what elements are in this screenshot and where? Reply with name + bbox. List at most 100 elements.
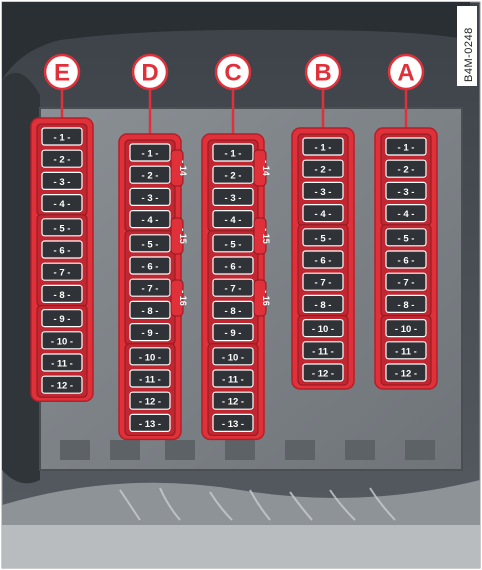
fuse-slot: - 9 - bbox=[41, 309, 83, 328]
fuse-slot: - 1 - bbox=[385, 137, 427, 156]
fuse-body bbox=[385, 181, 427, 200]
fuse-body bbox=[212, 278, 254, 297]
fuse-body bbox=[129, 256, 171, 275]
fuse-body bbox=[41, 149, 83, 168]
fuse-number: - 1 - bbox=[142, 149, 159, 160]
fuse-body bbox=[41, 331, 83, 350]
fuse-number: - 2 - bbox=[142, 171, 159, 182]
fuse-number: - 5 - bbox=[315, 233, 332, 244]
side-fuse bbox=[253, 149, 267, 187]
fuse-number: - 10 - bbox=[312, 324, 334, 335]
fuse-body bbox=[41, 284, 83, 303]
fuse-number: - 2 - bbox=[54, 155, 71, 166]
fuse-body bbox=[302, 341, 344, 360]
fuse-number: - 5 - bbox=[225, 239, 242, 250]
fuse-slot: - 9 - bbox=[129, 323, 171, 342]
fuse-column-a: A- 1 -- 2 -- 3 -- 4 -- 5 -- 6 -- 7 -- 8 … bbox=[374, 53, 438, 390]
fuse-number: - 8 - bbox=[225, 306, 242, 317]
fuse-slot: - 11 - bbox=[385, 341, 427, 360]
fuse-body bbox=[129, 210, 171, 229]
fuse-number: - 9 - bbox=[142, 328, 159, 339]
fuse-number: - 8 - bbox=[142, 306, 159, 317]
fuse-number: - 7 - bbox=[225, 284, 242, 295]
side-fuse bbox=[170, 149, 184, 187]
fuse-body bbox=[302, 363, 344, 382]
fuse-number: - 11 - bbox=[222, 375, 244, 386]
fuse-body bbox=[302, 250, 344, 269]
fuse-number: - 12 - bbox=[222, 397, 244, 408]
fuse-body bbox=[302, 319, 344, 338]
wire-bundle bbox=[119, 487, 396, 521]
fuse-number: - 5 - bbox=[54, 223, 71, 234]
fuse-slot: - 3 - bbox=[41, 171, 83, 190]
fuse-body bbox=[212, 323, 254, 342]
fuse-number: - 1 - bbox=[398, 143, 415, 154]
fuse-body bbox=[41, 194, 83, 213]
column-letter: E bbox=[54, 60, 70, 87]
fuse-column-d: D- 1 -- 2 -- 3 -- 4 -- 5 -- 6 -- 7 -- 8 … bbox=[118, 53, 188, 441]
fuse-body bbox=[41, 240, 83, 259]
fuse-slot: - 13 - bbox=[212, 413, 254, 432]
fuse-number: - 3 - bbox=[398, 187, 415, 198]
fuse-body bbox=[385, 159, 427, 178]
fuse-body bbox=[212, 413, 254, 432]
fuse-number: - 13 - bbox=[222, 419, 244, 430]
column-letter: B bbox=[314, 60, 331, 87]
fuse-number: - 12 - bbox=[51, 381, 73, 392]
fuse-slot: - 10 - bbox=[41, 331, 83, 350]
fuse-body bbox=[212, 143, 254, 162]
fuse-body bbox=[212, 369, 254, 388]
side-fuse-number: - 14 bbox=[261, 160, 271, 176]
fuse-number: - 9 - bbox=[225, 328, 242, 339]
fuse-number: - 5 - bbox=[398, 233, 415, 244]
fuse-slot: - 4 - bbox=[41, 194, 83, 213]
fuse-body bbox=[129, 165, 171, 184]
side-fuse-number: - 15 bbox=[261, 228, 271, 244]
fuse-number: - 9 - bbox=[54, 314, 71, 325]
fuse-number: - 6 - bbox=[398, 256, 415, 267]
fuse-number: - 4 - bbox=[142, 215, 159, 226]
fuse-slot: - 7 - bbox=[385, 272, 427, 291]
fuse-number: - 8 - bbox=[315, 300, 332, 311]
fuse-body bbox=[212, 187, 254, 206]
fuse-number: - 12 - bbox=[312, 369, 334, 380]
fuse-slot: - 8 - bbox=[212, 300, 254, 319]
side-fuse-number: - 16 bbox=[178, 290, 188, 306]
fuse-number: - 7 - bbox=[315, 278, 332, 289]
fuse-body bbox=[212, 234, 254, 253]
fuse-number: - 1 - bbox=[315, 143, 332, 154]
fuse-slot: - 1 - bbox=[129, 143, 171, 162]
fuse-body bbox=[212, 165, 254, 184]
fuse-body bbox=[129, 187, 171, 206]
fuse-body bbox=[212, 210, 254, 229]
fuse-slot: - 12 - bbox=[302, 363, 344, 382]
fuse-slot: - 2 - bbox=[129, 165, 171, 184]
fuse-slot: - 11 - bbox=[212, 369, 254, 388]
fuse-columns: E - 1 - - 2 - - 3 - - 4 - - 5 - - 6 - - 7 - - 8 … bbox=[30, 53, 438, 441]
fuse-slot: - 11 - bbox=[129, 369, 171, 388]
fuse-slot: - 2 - bbox=[302, 159, 344, 178]
fuse-body bbox=[385, 319, 427, 338]
fuse-body bbox=[41, 218, 83, 237]
fuse-body bbox=[302, 228, 344, 247]
fuse-number: - 11 - bbox=[395, 346, 417, 357]
fuse-body bbox=[41, 171, 83, 190]
fuse-slot: - 10 - bbox=[212, 347, 254, 366]
fuse-slot: - 3 - bbox=[385, 181, 427, 200]
fuse-body bbox=[129, 347, 171, 366]
side-fuse bbox=[170, 217, 184, 255]
fuse-body bbox=[385, 341, 427, 360]
fuse-body bbox=[302, 137, 344, 156]
fuse-slot: - 3 - bbox=[129, 187, 171, 206]
fuse-body bbox=[129, 278, 171, 297]
fuse-slot: - 7 - bbox=[129, 278, 171, 297]
fuse-slot: - 10 - bbox=[302, 319, 344, 338]
fuse-body bbox=[129, 143, 171, 162]
side-fuse bbox=[253, 279, 267, 317]
fuse-number: - 6 - bbox=[315, 256, 332, 267]
figure-code-text: B4M-0248 bbox=[463, 27, 475, 82]
fuse-body bbox=[41, 262, 83, 281]
fuse-slot: - 7 - bbox=[302, 272, 344, 291]
fuse-column-b: B- 1 -- 2 -- 3 -- 4 -- 5 -- 6 -- 7 -- 8 … bbox=[291, 53, 355, 390]
fuse-slot: - 2 - bbox=[212, 165, 254, 184]
